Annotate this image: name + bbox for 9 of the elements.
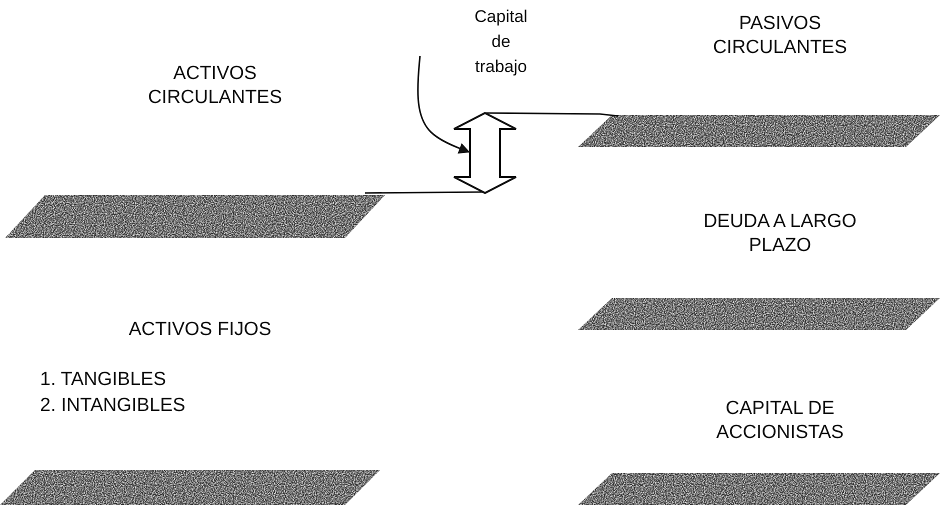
section-label: 1. TANGIBLES xyxy=(40,368,168,392)
annotation-text: Capital de trabajo xyxy=(474,6,528,78)
section-label: ACTIVOS CIRCULANTES xyxy=(146,62,284,110)
curved-arrow xyxy=(417,56,470,154)
section-label: CAPITAL DE ACCIONISTAS xyxy=(715,397,845,445)
section-label: 2. INTANGIBLES xyxy=(40,394,186,418)
section-label: PASIVOS CIRCULANTES xyxy=(712,12,848,60)
section-label: DEUDA A LARGO PLAZO xyxy=(702,210,858,258)
section-label: ACTIVOS FIJOS xyxy=(128,318,272,342)
